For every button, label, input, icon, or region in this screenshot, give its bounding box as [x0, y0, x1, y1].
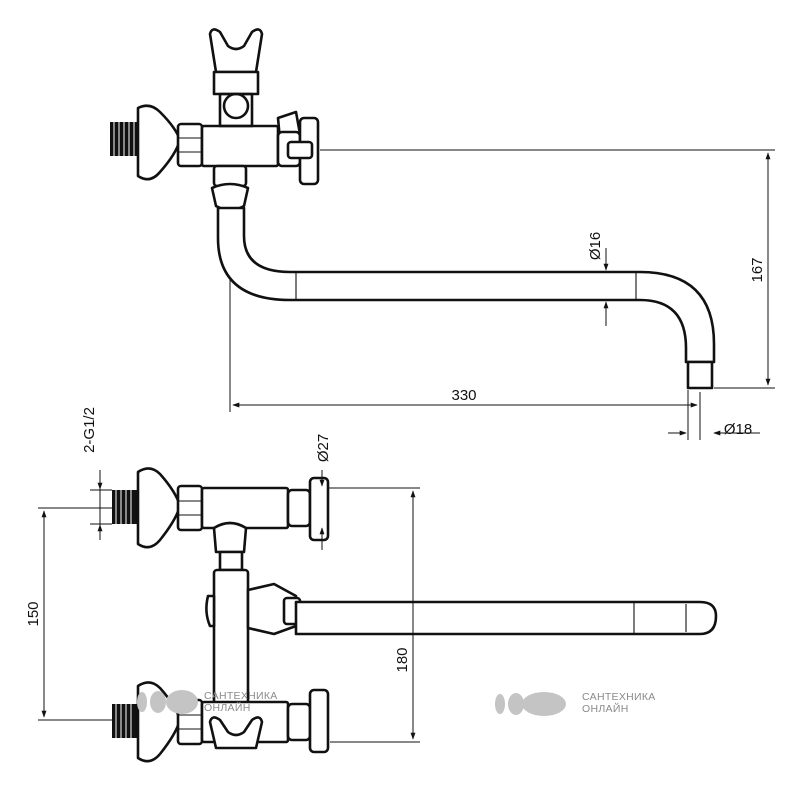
- dim-pipe-diameter-label: Ø16: [587, 232, 604, 260]
- dim-body-diameter-label: Ø27: [315, 434, 332, 462]
- top-handle: [276, 116, 320, 186]
- top-flange: [136, 104, 182, 181]
- top-spout-pipe: [216, 206, 716, 390]
- dim-spout-length-label: 330: [451, 387, 476, 404]
- watermark-line2: ОНЛАЙН: [204, 701, 251, 714]
- dim-thread-label: 2-G1/2: [81, 407, 98, 453]
- top-mixer-body: [200, 124, 280, 168]
- front-upper-hex-nut: [176, 484, 204, 532]
- dim-outlet-diameter-label: Ø18: [724, 421, 752, 438]
- front-lower-handle: [286, 688, 330, 754]
- front-upper-thread: [112, 490, 140, 524]
- front-spout: [294, 600, 718, 636]
- watermark-logo-icon: [137, 690, 198, 714]
- top-spout-swivel: [210, 164, 250, 212]
- front-shower-holder: [208, 716, 264, 750]
- dim-height-label: 167: [749, 257, 766, 282]
- front-upper-handle: [286, 476, 330, 542]
- watermark-line2: ОНЛАЙН: [582, 702, 629, 715]
- watermark-line1: САНТЕХНИКА: [582, 691, 656, 703]
- top-thread-connector: [110, 122, 140, 156]
- front-diverter: [246, 582, 302, 636]
- dim-total-height-label: 180: [394, 647, 411, 672]
- top-hex-nut: [176, 122, 204, 168]
- watermark-right: САНТЕХНИКА ОНЛАЙН: [495, 691, 656, 716]
- dim-center-distance-label: 150: [25, 601, 42, 626]
- top-view: [110, 28, 716, 390]
- front-upper-flange: [136, 467, 182, 549]
- front-upper-body: [200, 486, 290, 530]
- watermark-line1: САНТЕХНИКА: [204, 690, 278, 702]
- watermark-logo-icon: [495, 692, 566, 716]
- front-view: [112, 467, 718, 763]
- watermark-left: САНТЕХНИКА ОНЛАЙН: [137, 690, 278, 714]
- front-lower-thread: [112, 704, 140, 738]
- top-dimensions: [229, 149, 775, 440]
- top-shower-holder: [208, 28, 264, 128]
- front-dimensions: [38, 470, 420, 743]
